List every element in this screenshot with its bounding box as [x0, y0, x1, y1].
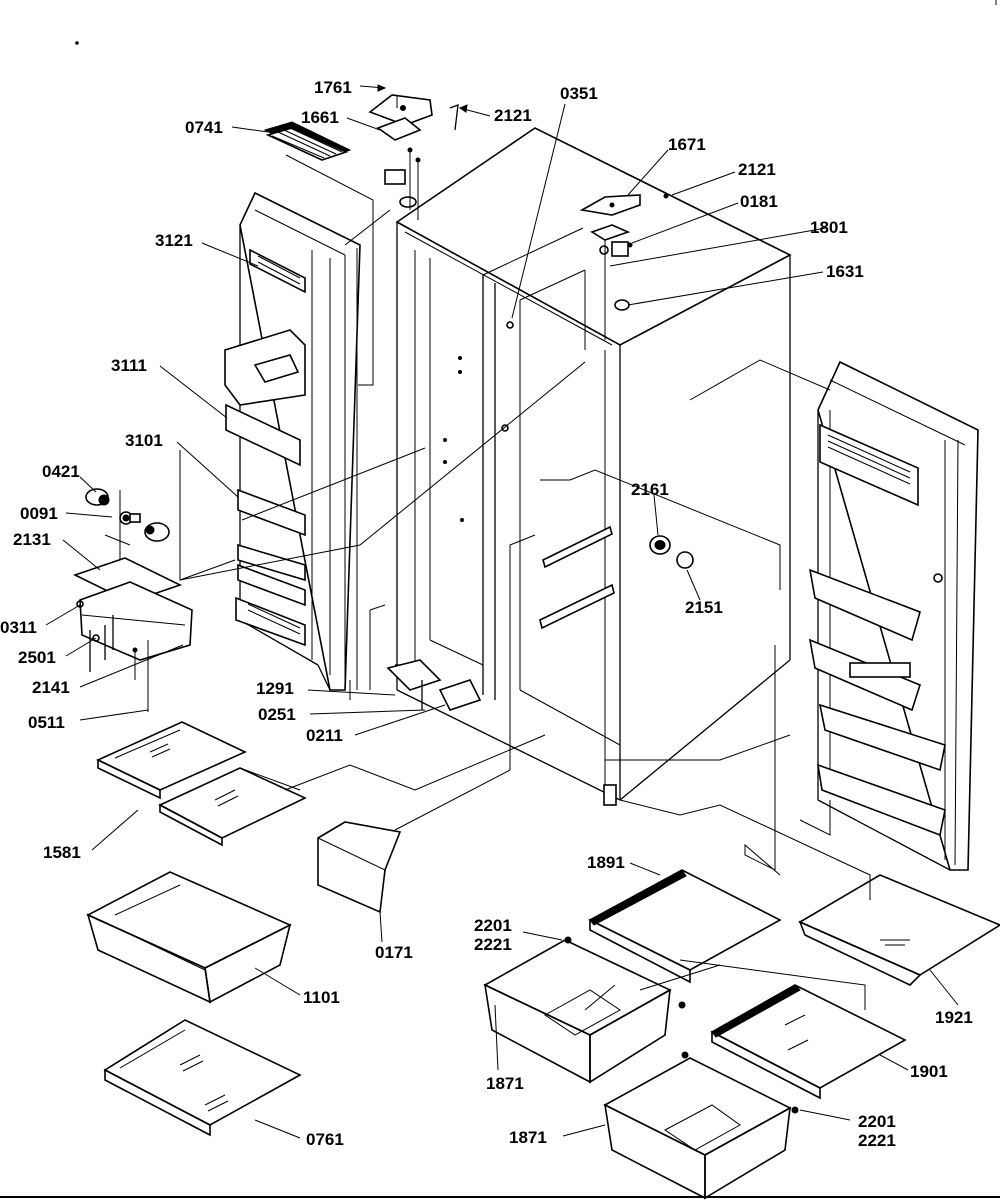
- gasket-2161-inner: [654, 540, 666, 550]
- label-1671: 1671: [668, 135, 706, 154]
- label-1761: 1761: [314, 78, 352, 97]
- label-2221-lower: 2221: [858, 1131, 896, 1150]
- label-3111: 3111: [111, 356, 147, 375]
- fresh-food-door: [808, 360, 979, 871]
- label-2121-right: 2121: [738, 160, 776, 179]
- hinge-assembly-right: [579, 193, 669, 340]
- label-2501: 2501: [18, 648, 56, 667]
- label-2131: 2131: [13, 530, 51, 549]
- bottom-hinge: [349, 659, 482, 711]
- label-1101: 1101: [303, 988, 340, 1007]
- label-2141: 2141: [32, 678, 70, 697]
- stray-dot: [75, 41, 79, 45]
- label-1581: 1581: [43, 843, 81, 862]
- label-1801: 1801: [810, 218, 848, 237]
- shelf-1921: [798, 874, 1000, 986]
- label-0091: 0091: [20, 504, 58, 523]
- label-1291: 1291: [256, 679, 294, 698]
- guide-lines: [179, 154, 871, 1080]
- label-1891: 1891: [587, 853, 625, 872]
- leader-lines: [45, 84, 959, 1139]
- label-0511: 0511: [28, 713, 65, 732]
- label-1871-lower: 1871: [509, 1128, 547, 1147]
- label-0181: 0181: [740, 192, 778, 211]
- label-2201-upper: 2201: [474, 916, 512, 935]
- label-2201-lower: 2201: [858, 1112, 896, 1131]
- cover-2151: [676, 551, 694, 569]
- label-1901: 1901: [910, 1062, 948, 1081]
- label-0171: 0171: [375, 943, 413, 962]
- label-1871-upper: 1871: [486, 1074, 524, 1093]
- label-3101: 3101: [125, 431, 163, 450]
- label-0351: 0351: [560, 84, 598, 103]
- label-0311: 0311: [0, 618, 37, 637]
- drawer-1101: [86, 871, 292, 1004]
- label-1631: 1631: [826, 262, 864, 281]
- label-2151: 2151: [685, 598, 723, 617]
- label-0421: 0421: [42, 462, 80, 481]
- label-0741: 0741: [185, 118, 223, 137]
- freezer-door: [224, 191, 386, 691]
- label-0251: 0251: [258, 705, 296, 724]
- toe-plate-0171: [317, 821, 402, 914]
- hinge-assembly-left: [263, 94, 459, 220]
- label-1661: 1661: [301, 108, 339, 127]
- shelf-1891: [588, 869, 782, 984]
- label-0211: 0211: [306, 726, 343, 745]
- label-0761: 0761: [306, 1130, 344, 1149]
- shelf-0761: [103, 1019, 302, 1137]
- light-assembly: [72, 450, 236, 712]
- shelf-1581: [96, 721, 307, 847]
- label-2161: 2161: [631, 480, 669, 499]
- label-1921: 1921: [935, 1008, 973, 1027]
- part-labels: 1761 0741 1661 2121 0351 1671 2121 0181 …: [0, 78, 973, 1150]
- crisper-1871b: [603, 1051, 799, 1200]
- label-2121-left: 2121: [494, 106, 532, 125]
- shelf-1901: [710, 984, 907, 1100]
- label-3121: 3121: [155, 231, 193, 250]
- label-2221-upper: 2221: [474, 935, 512, 954]
